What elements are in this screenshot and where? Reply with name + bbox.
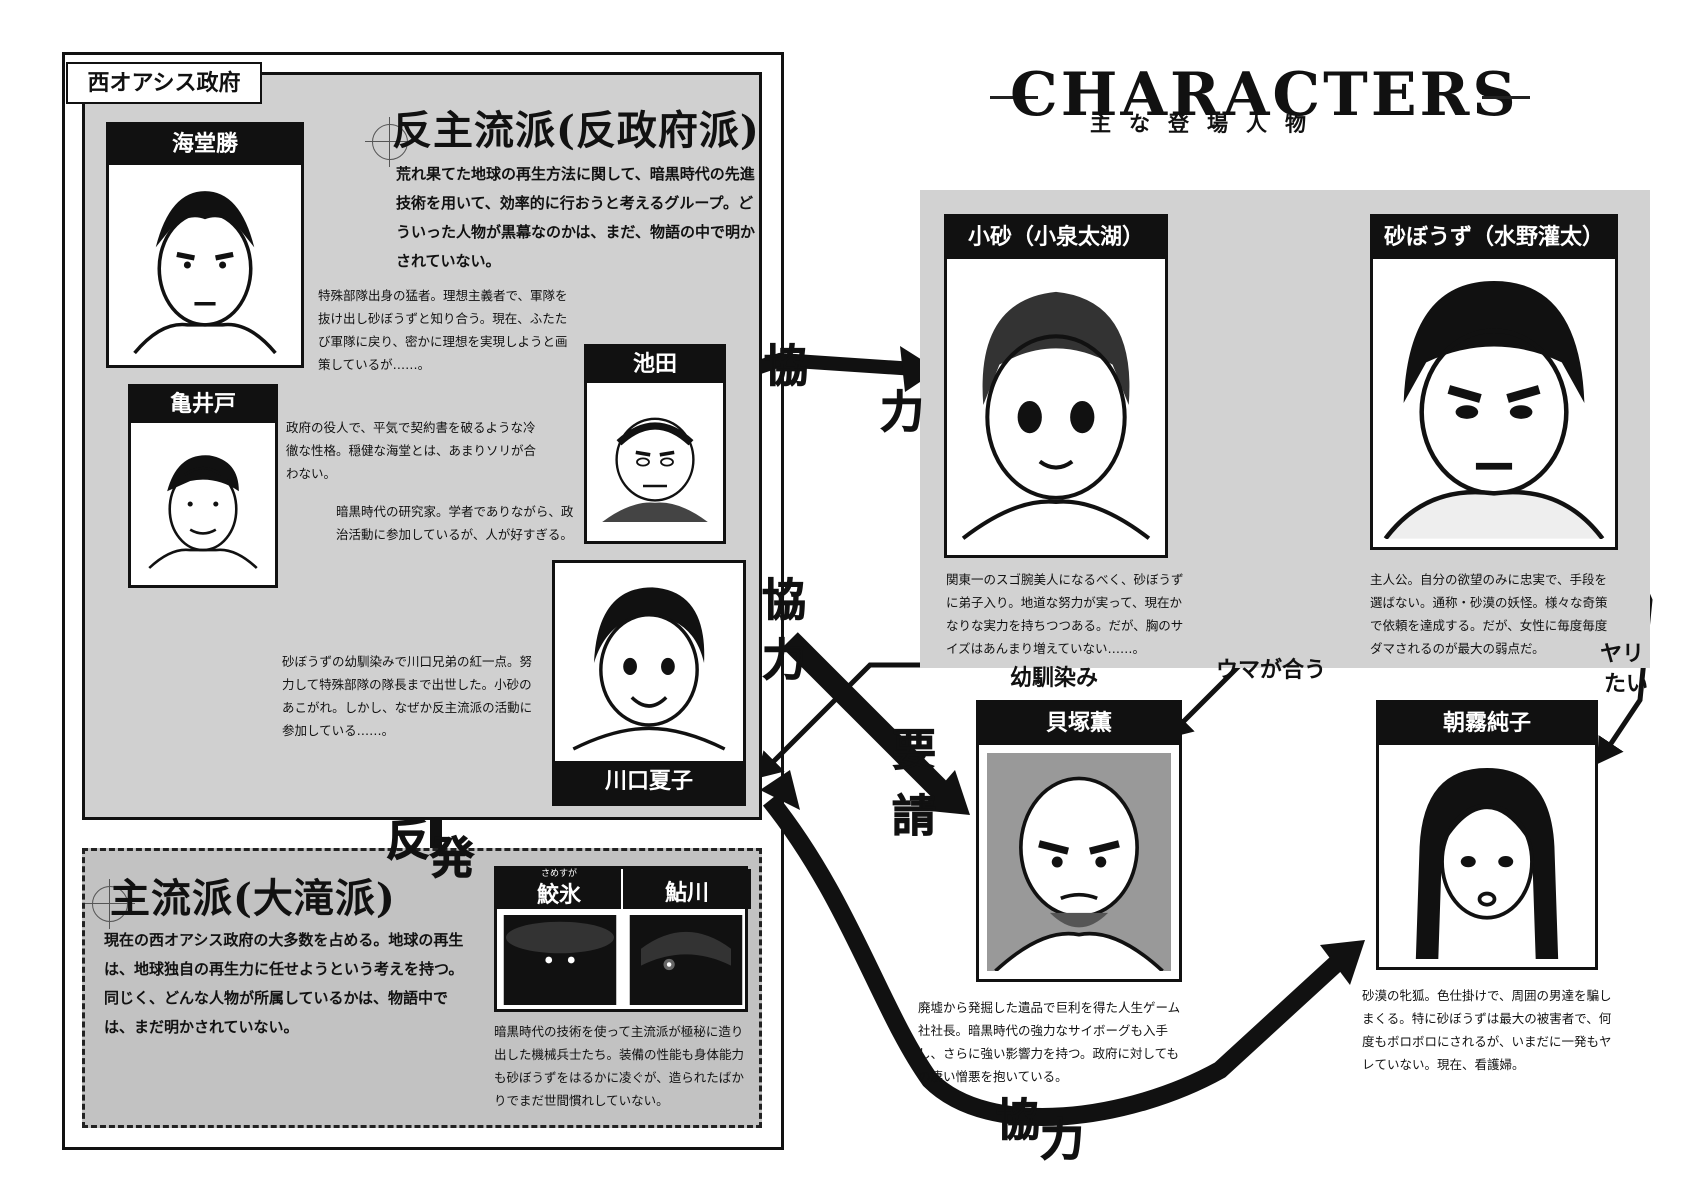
relation-label-yaritai-1: ヤリ <box>1600 642 1645 667</box>
title-rule-right <box>1482 96 1530 99</box>
main-faction-heading: 主流派(大滝派) <box>110 875 396 922</box>
portrait-image <box>955 267 1157 547</box>
crosshair-icon <box>365 117 415 167</box>
west-oasis-government-frame <box>62 52 784 1150</box>
portrait-samezu <box>503 915 617 1005</box>
title-rule-left <box>990 96 1038 99</box>
character-card-machine-soldiers: さめすが 鮫氷 鮎川 <box>494 866 751 1012</box>
character-card-kaidou: 海堂勝 <box>106 122 304 368</box>
character-name: 川口夏子 <box>555 761 743 803</box>
page-subtitle: 主な登場人物 <box>1090 112 1324 136</box>
relation-label-yaritai-2: たい <box>1604 672 1649 697</box>
character-name-samezu: 鮫氷 <box>536 883 581 908</box>
character-desc-kosuna: 関東一のスゴ腕美人になるべく、砂ぼうずに弟子入り。地道な努力が実って、現在かなり… <box>946 572 1184 656</box>
character-desc-kaidou: 特殊部隊出身の猛者。理想主義者で、軍隊を抜け出し砂ぼうずと知り合う。現在、ふたた… <box>318 288 568 372</box>
character-name: 砂ぼうず（水野灌太） <box>1373 217 1615 259</box>
character-desc-kameido: 政府の役人で、平気で契約書を破るような冷徹な性格。穏健な海堂とは、あまりソリが合… <box>286 420 537 481</box>
relation-label-han: 反 <box>386 815 431 867</box>
character-card-ikeda: 池田 <box>584 344 726 544</box>
machine-soldiers-desc: 暗黒時代の技術を使って主流派が極秘に造り出した機械兵士たち。装備の性能も身体能力… <box>494 1024 745 1108</box>
character-card-kaizuka: 貝塚薫 <box>976 700 1182 982</box>
portrait-image <box>1387 753 1587 959</box>
portrait-image <box>595 391 715 533</box>
crosshair-icon <box>85 879 135 929</box>
name-bar <box>497 869 621 909</box>
character-name: 貝塚薫 <box>979 703 1179 745</box>
relation-label-patsu: 発 <box>430 833 475 885</box>
relation-label-umagaau: ウマが合う <box>1216 658 1327 683</box>
character-desc-asagiri: 砂漠の牝狐。色仕掛けで、周囲の男達を騙しまくる。特に砂ぼうずは最大の被害者で、何… <box>1362 988 1612 1072</box>
relation-label-you: 要 <box>892 725 937 777</box>
portrait-image <box>117 173 293 357</box>
character-card-kosuna: 小砂（小泉太湖） <box>944 214 1168 558</box>
character-name: 小砂（小泉太湖） <box>947 217 1165 259</box>
relation-label-kyou: 協 <box>762 575 807 627</box>
relation-label-ryoku: 力 <box>762 635 807 687</box>
anti-faction-heading: 反主流派(反政府派) <box>392 107 760 154</box>
relation-label-kyou: 協 <box>764 341 809 393</box>
relation-label-osananajimi: 幼馴染み <box>1010 666 1099 691</box>
character-name: 池田 <box>587 347 723 383</box>
portrait-image <box>139 431 267 577</box>
character-name: 亀井戸 <box>131 387 275 423</box>
portrait-image <box>1381 267 1607 539</box>
character-desc-ikeda: 暗黒時代の研究家。学者でありながら、政治活動に参加しているが、人が好すぎる。 <box>336 504 574 542</box>
character-name: 朝霧純子 <box>1379 703 1595 745</box>
character-name: 海堂勝 <box>109 125 301 165</box>
government-label: 西オアシス政府 <box>66 62 262 104</box>
relation-label-kyou: 協 <box>996 1095 1041 1147</box>
anti-faction-description: 荒れ果てた地球の再生方法に関して、暗黒時代の先進技術を用いて、効率的に行おうと考… <box>396 165 755 270</box>
character-desc-kawaguchi: 砂ぼうずの幼馴染みで川口兄弟の紅一点。努力して特殊部隊の隊長まで出世した。小砂の… <box>282 654 533 738</box>
main-faction-description: 現在の西オアシス政府の大多数を占める。地球の再生は、地球独自の再生力に任せようと… <box>104 931 464 1036</box>
portrait-image <box>987 753 1171 971</box>
character-card-kameido: 亀井戸 <box>128 384 278 588</box>
name-bar <box>623 869 751 909</box>
character-name-ayukawa: 鮎川 <box>664 881 709 906</box>
character-desc-kaizuka: 廃墟から発掘した遺品で巨利を得た人生ゲーム社社長。暗黒時代の強力なサイボーグも入… <box>918 1000 1181 1084</box>
character-card-asagiri: 朝霧純子 <box>1376 700 1598 970</box>
arrowhead-asagiri <box>1320 940 1365 985</box>
character-card-kawaguchi: 川口夏子 <box>552 560 746 806</box>
ruby-samezu: さめすが <box>540 869 577 879</box>
relation-label-ryoku: 力 <box>1040 1115 1085 1167</box>
portrait-ayukawa <box>629 915 743 1005</box>
page-title: CHARACTERS <box>1010 60 1519 130</box>
relation-label-sei: 請 <box>892 791 937 843</box>
relation-label-ryoku: 力 <box>880 387 925 439</box>
character-desc-sunabouzu: 主人公。自分の欲望のみに忠実で、手段を選ばない。通称・砂漠の妖怪。様々な奇策で依… <box>1370 572 1608 656</box>
character-card-sunabouzu: 砂ぼうず（水野灌太） <box>1370 214 1618 550</box>
portrait-image <box>563 571 735 755</box>
